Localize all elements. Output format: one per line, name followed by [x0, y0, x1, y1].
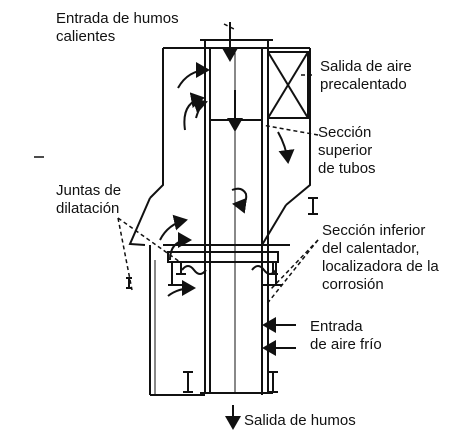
label-flue-gas-inlet: Entrada de humos calientes — [56, 10, 179, 45]
gas-inlet-duct — [200, 39, 273, 48]
support-beams — [126, 197, 318, 393]
label-cold-air-inlet: Entrada de aire frío — [310, 318, 382, 353]
upper-casing — [149, 47, 311, 206]
label-upper-tube-section: Sección superior de tubos — [318, 124, 376, 177]
leader-lines — [117, 23, 319, 306]
expansion-joint — [167, 251, 282, 286]
label-flue-gas-outlet: Salida de humos — [244, 412, 356, 429]
tube-bundle — [204, 48, 269, 393]
label-expansion-joints: Juntas de dilatación — [56, 182, 122, 217]
air-outlet-box — [210, 51, 309, 121]
label-preheated-air-outlet: Salida de aire precalentado — [320, 58, 412, 93]
flow-arrows — [159, 22, 296, 356]
label-lower-section: Sección inferior del calentador, localiz… — [322, 222, 439, 293]
